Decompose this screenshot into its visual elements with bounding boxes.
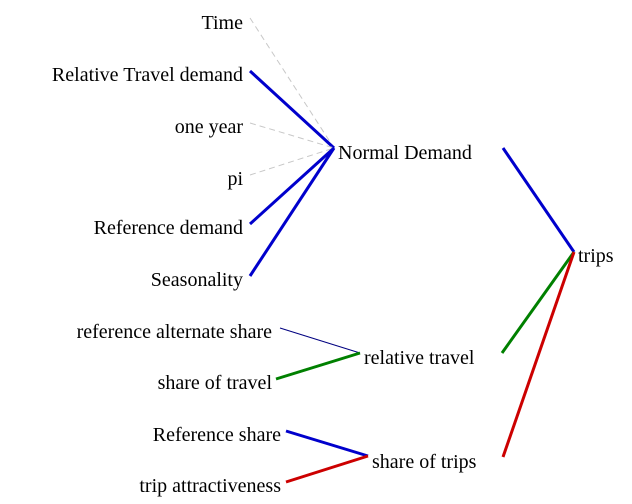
node-trip-attractiveness: trip attractiveness xyxy=(139,475,281,497)
link-reference-share-share-of-trips xyxy=(285,429,369,458)
node-normal-demand: Normal Demand xyxy=(338,142,472,164)
node-pi: pi xyxy=(227,168,243,190)
node-relative-travel-demand: Relative Travel demand xyxy=(52,64,243,86)
link-relative-travel-demand-normal-demand xyxy=(248,69,336,150)
node-share-of-trips: share of trips xyxy=(372,451,477,473)
node-reference-alternate-share: reference alternate share xyxy=(77,321,273,343)
node-seasonality: Seasonality xyxy=(151,269,243,291)
link-normal-demand-trips xyxy=(501,147,576,253)
node-time: Time xyxy=(201,12,243,34)
link-relative-travel-trips xyxy=(500,251,576,354)
node-reference-share: Reference share xyxy=(153,424,281,446)
link-one-year-normal-demand xyxy=(249,122,335,149)
node-share-of-travel: share of travel xyxy=(158,372,273,394)
link-reference-demand-normal-demand xyxy=(248,146,336,226)
link-trip-attractiveness-share-of-trips xyxy=(285,454,369,484)
link-seasonality-normal-demand xyxy=(248,147,336,277)
node-one-year: one year xyxy=(175,116,244,138)
link-time-normal-demand xyxy=(249,17,335,149)
link-reference-alternate-share-relative-travel xyxy=(279,327,361,354)
link-pi-normal-demand xyxy=(249,147,335,176)
link-share-of-trips-trips xyxy=(501,251,576,458)
node-reference-demand: Reference demand xyxy=(94,217,243,239)
node-relative-travel: relative travel xyxy=(364,347,475,369)
link-share-of-travel-relative-travel xyxy=(275,351,361,381)
node-trips: trips xyxy=(578,245,614,267)
